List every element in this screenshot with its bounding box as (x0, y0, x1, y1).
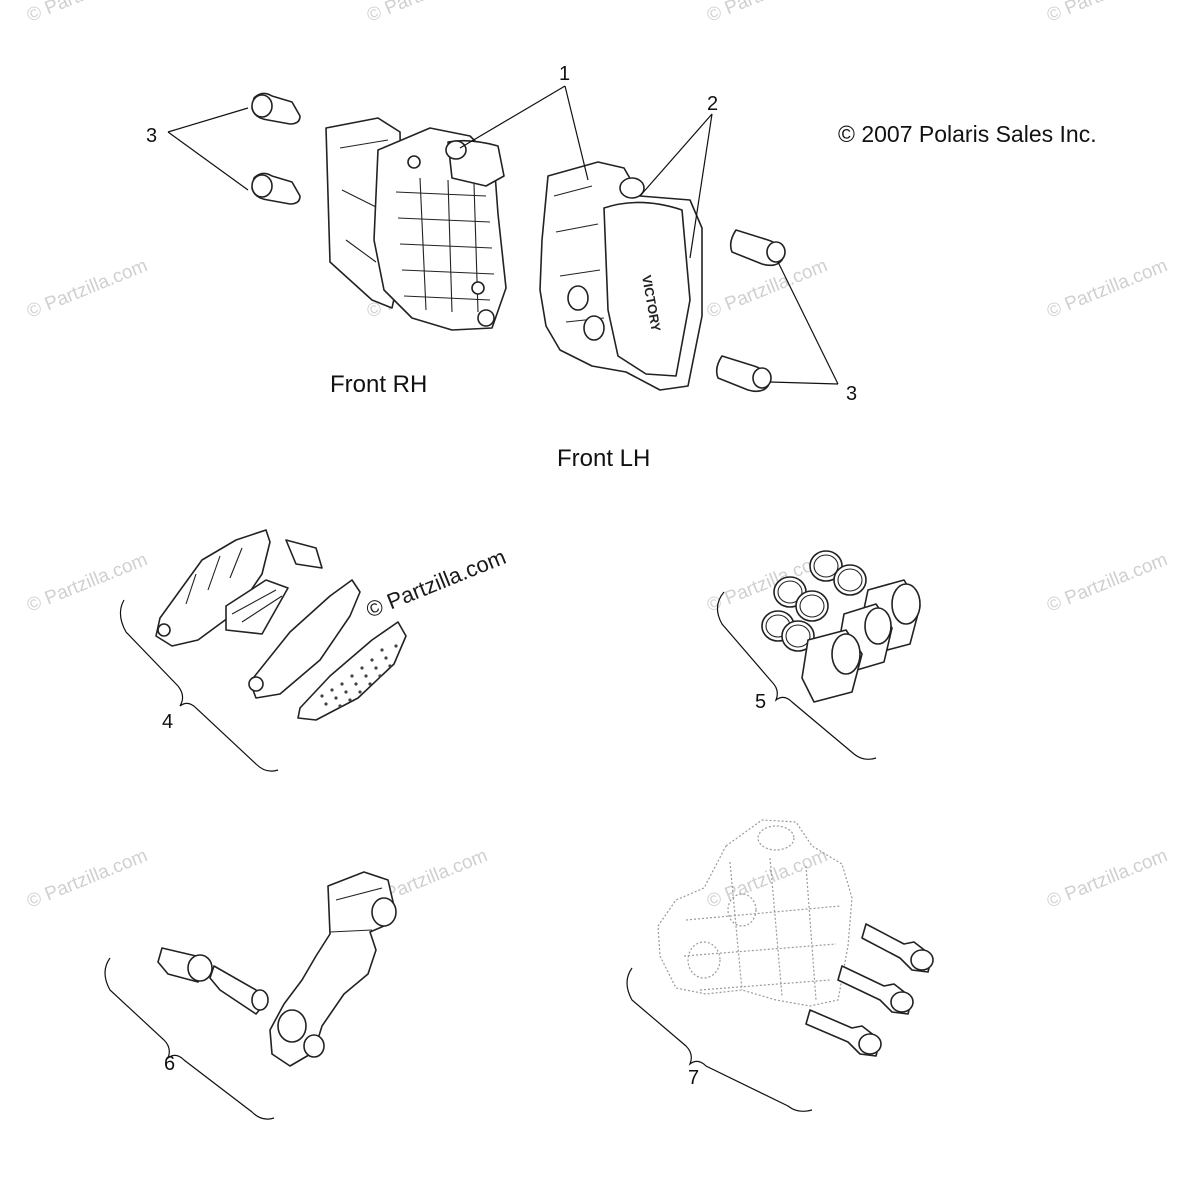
leader-lines (167, 85, 839, 385)
watermark: © Partzilla.com (1044, 845, 1171, 912)
front-rh-caliper (251, 92, 507, 331)
watermark: © Partzilla.com (1044, 549, 1171, 616)
callout-4: 4 (162, 711, 173, 733)
bracket-4 (119, 599, 279, 772)
watermark: © Partzilla.com (24, 845, 151, 912)
watermark: © Partzilla.com (1044, 0, 1171, 27)
watermark: © Partzilla.com (1044, 255, 1171, 322)
bracket-7 (626, 967, 813, 1112)
callout-6: 6 (164, 1053, 175, 1075)
watermark: © Partzilla.com (24, 255, 151, 322)
copyright-notice: © 2007 Polaris Sales Inc. (838, 121, 1097, 147)
bracket-5 (716, 591, 877, 760)
piston-seal-kit (761, 550, 921, 703)
caption-front-rh: Front RH (330, 371, 427, 398)
callout-3-right: 3 (846, 383, 857, 405)
watermark: © Partzilla.com (704, 0, 831, 27)
callout-1: 1 (559, 63, 570, 85)
callout-3-left: 3 (146, 125, 157, 147)
caption-front-lh: Front LH (557, 445, 650, 472)
watermark: © Partzilla.com (364, 0, 491, 27)
bracket-6 (104, 957, 275, 1120)
caliper-assembly-ghost (657, 819, 934, 1057)
callout-7: 7 (688, 1067, 699, 1089)
front-lh-caliper: VICTORY (539, 161, 786, 393)
callout-5: 5 (755, 691, 766, 713)
watermark: © Partzilla.com (704, 845, 831, 912)
callout-2: 2 (707, 93, 718, 115)
watermark: © Partzilla.com (24, 549, 151, 616)
watermark-center: © Partzilla.com (363, 544, 510, 623)
watermark: © Partzilla.com (24, 0, 151, 27)
brake-pad-set (155, 529, 407, 721)
caliper-bracket-hardware (157, 871, 397, 1067)
